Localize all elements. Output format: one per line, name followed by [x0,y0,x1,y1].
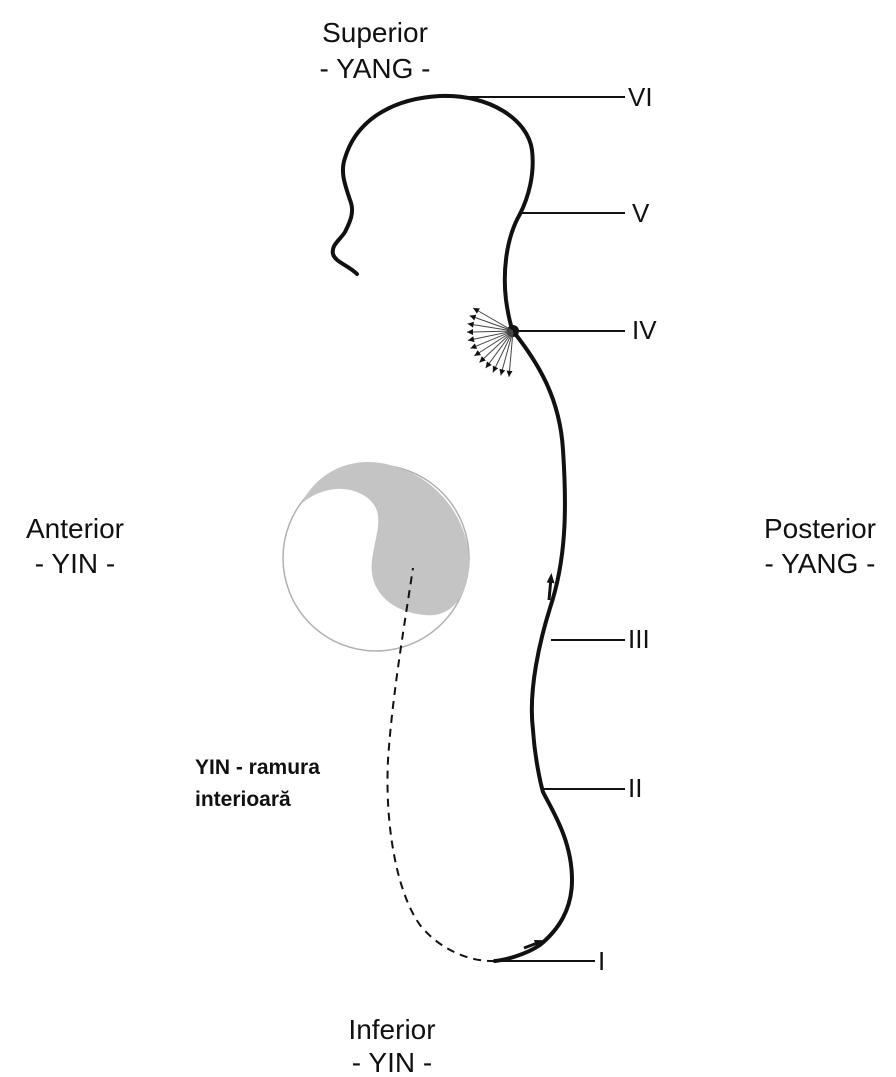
yin-yang-symbol [283,462,469,651]
posterior-subtitle: - YANG - [765,548,876,579]
label-posterior: Posterior - YANG - [764,513,876,579]
fan-arrowhead [499,369,505,376]
posterior-title: Posterior [764,513,876,544]
branch-label-line-2: interioară [195,788,291,811]
spine-path [495,331,572,961]
label-anterior: Anterior - YIN - [26,513,124,579]
level-label-ii: II [628,773,642,803]
inferior-title: Inferior [348,1014,435,1045]
branch-label-line-1: YIN - ramura [195,756,320,779]
yin-branch-label: YIN - ramura interioară [195,756,320,811]
superior-subtitle: - YANG - [320,53,431,84]
fan-ray [467,331,513,332]
anterior-title: Anterior [26,513,124,544]
spine-arrow-up [549,578,551,600]
level-label-iv: IV [632,315,657,345]
anterior-subtitle: - YIN - [35,548,115,579]
fan-arrowhead [507,371,513,377]
fan-arrowhead [467,329,473,335]
level-leaders [445,97,625,961]
superior-title: Superior [322,17,428,48]
radiating-fan [467,308,513,377]
fan-arrowhead [468,322,474,328]
fan-arrowhead [468,336,474,342]
level-label-vi: VI [628,82,653,112]
level-label-v: V [632,198,650,228]
fan-ray [479,331,513,362]
level-labels: VI V IV III II I [598,82,657,976]
level-label-iii: III [628,624,650,654]
fan-arrowhead [474,350,481,356]
level-label-i: I [598,946,605,976]
inferior-subtitle: - YIN - [352,1047,432,1077]
label-superior: Superior - YANG - [320,17,431,84]
fan-arrowhead [486,361,492,368]
neck-path [505,214,520,331]
label-inferior: Inferior - YIN - [348,1014,435,1077]
head-profile-path [333,96,533,274]
